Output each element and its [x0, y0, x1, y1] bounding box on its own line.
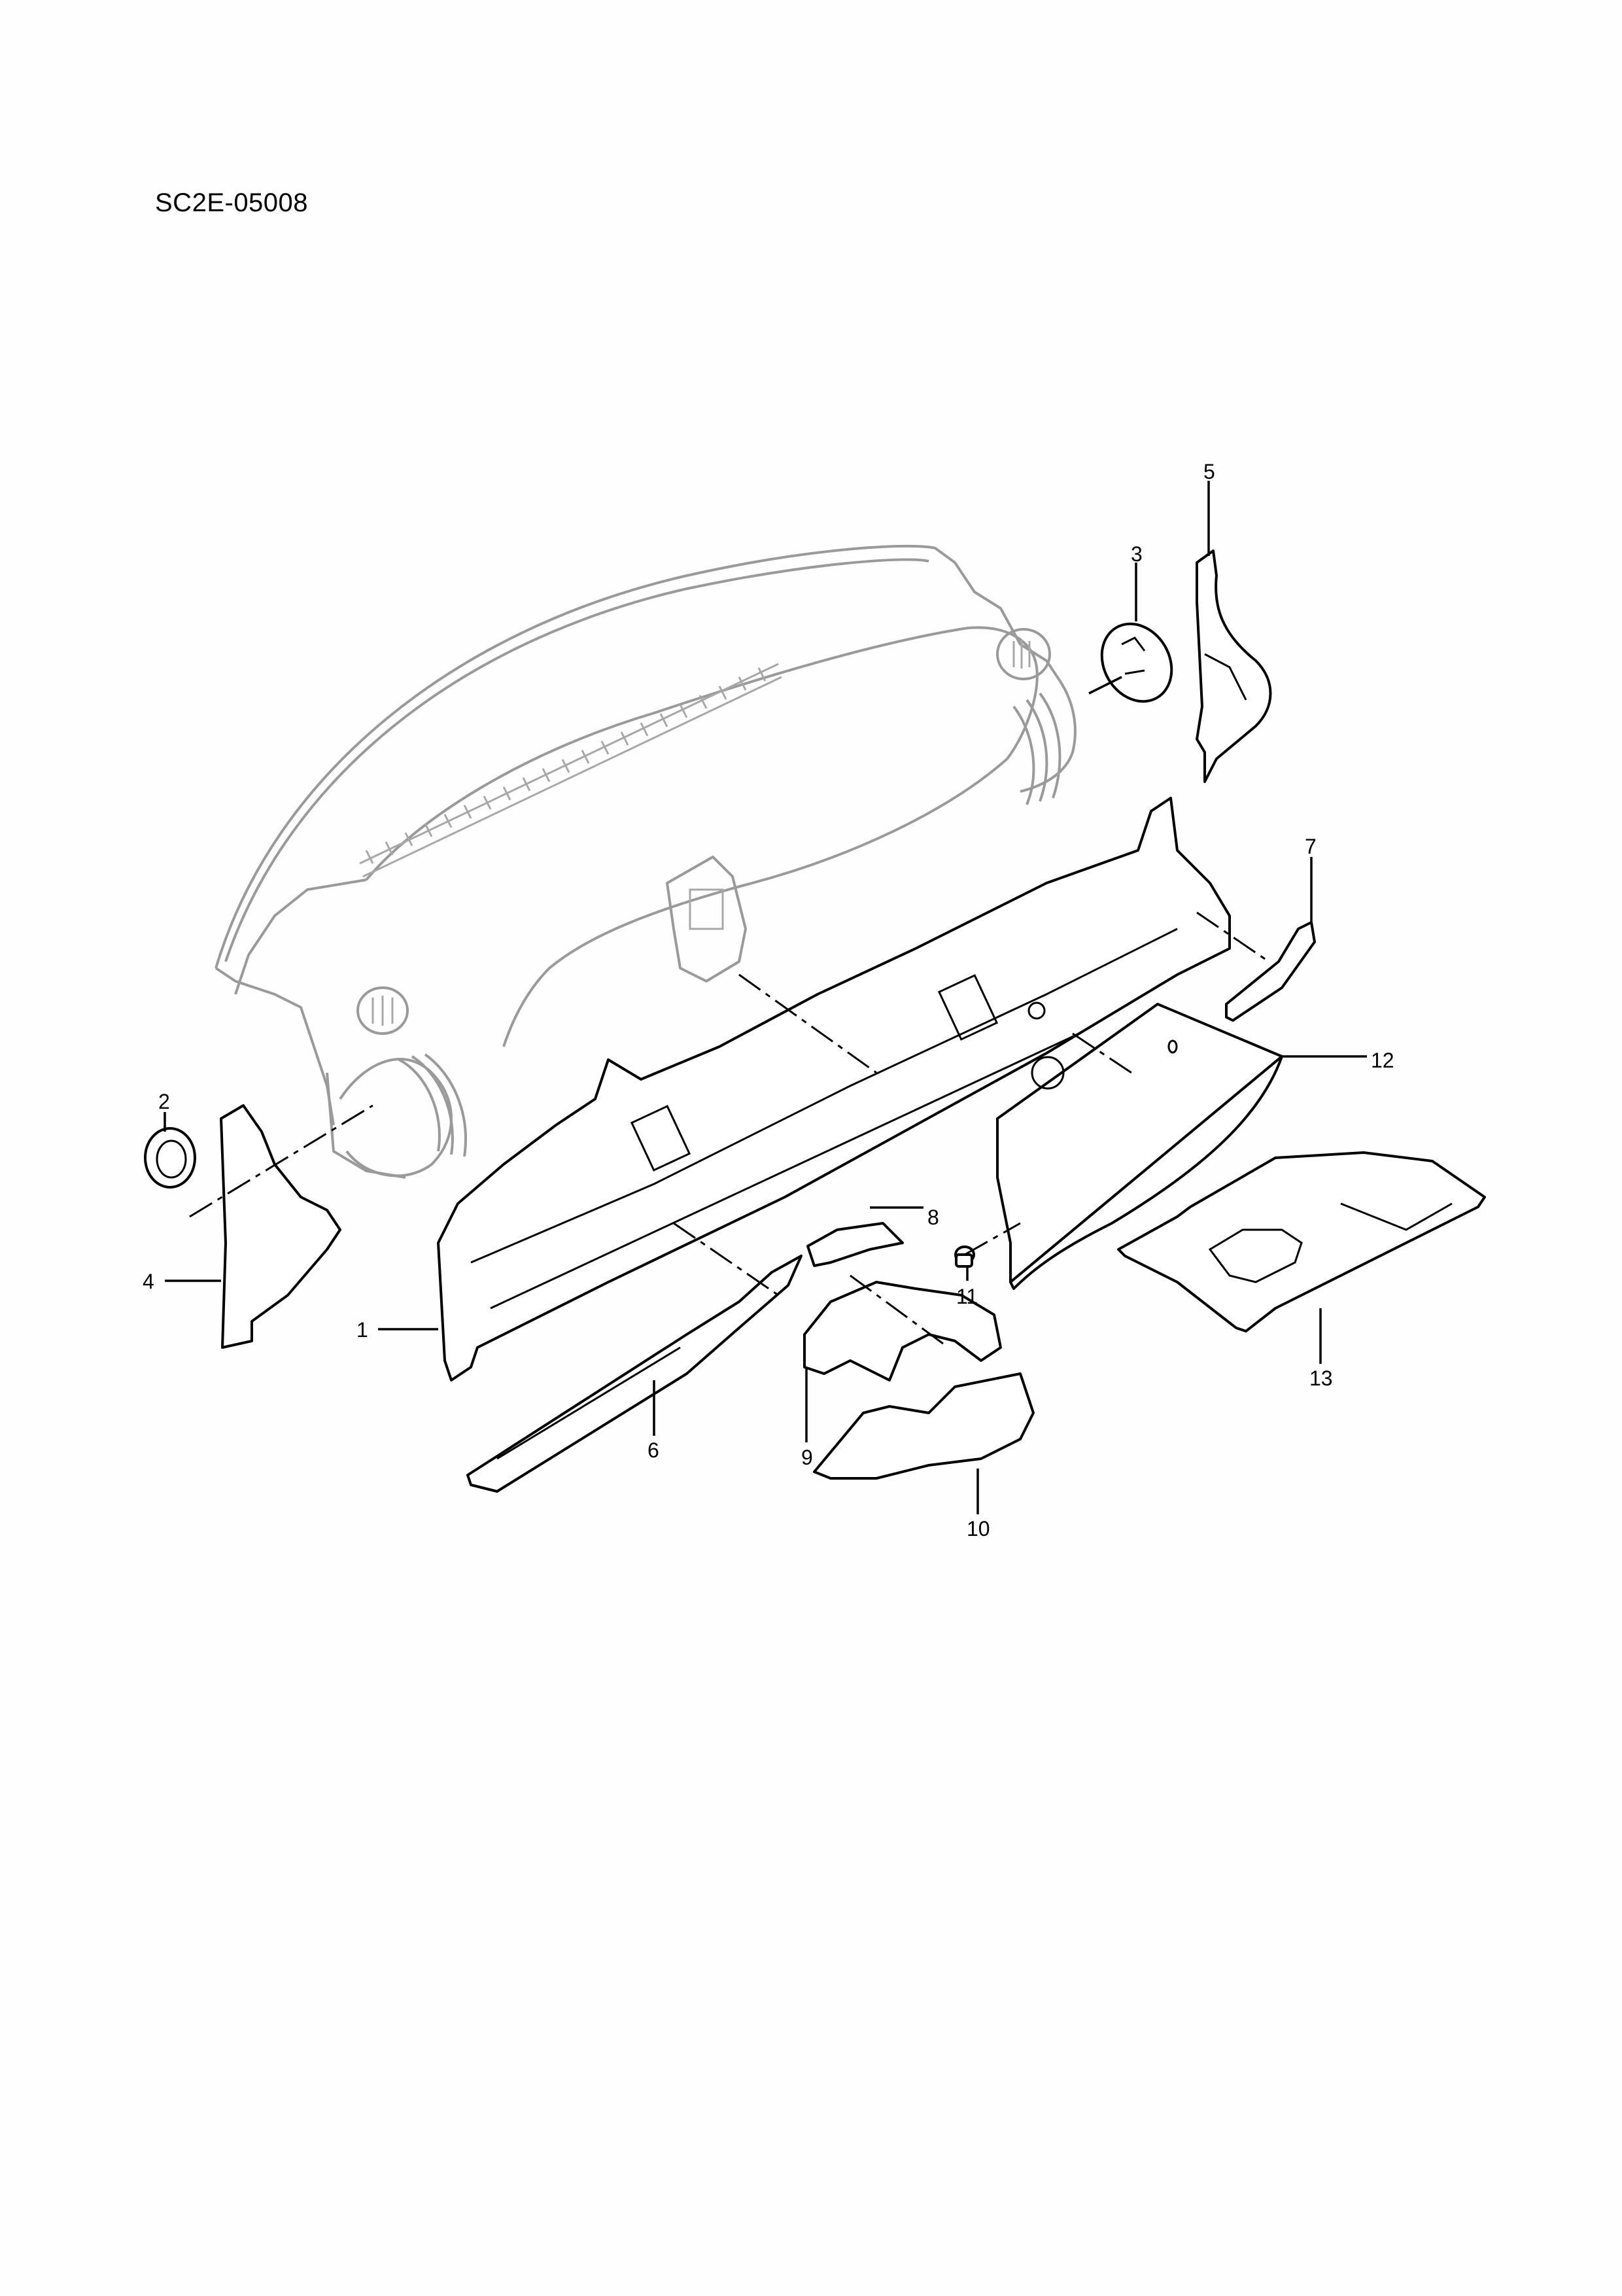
part-8-column-cover-trim — [806, 1222, 904, 1267]
callout-5: 5 — [1203, 460, 1215, 483]
callout-9: 9 — [801, 1446, 813, 1469]
part-6-lower-trim-panel — [466, 1255, 802, 1493]
callout-labels: 1 2 3 4 5 6 7 8 9 10 11 12 13 — [143, 460, 1394, 1540]
diagram-code: SC2E-05008 — [155, 188, 309, 217]
callout-12: 12 — [1371, 1049, 1394, 1072]
part-5-side-trim-right — [1196, 549, 1272, 783]
vent-slats — [359, 663, 782, 878]
part-13-under-cover — [1117, 1151, 1486, 1332]
part-1-instrument-panel-frame — [437, 797, 1231, 1382]
callout-4: 4 — [143, 1270, 154, 1293]
callout-13: 13 — [1309, 1366, 1333, 1390]
part-9-column-cover-upper — [803, 1222, 1002, 1382]
callout-1: 1 — [356, 1318, 368, 1342]
part-2-vent-bezel-left — [144, 1127, 196, 1189]
callout-leaders — [164, 481, 1367, 1514]
callout-11: 11 — [956, 1285, 978, 1308]
assembly-lines — [189, 676, 1269, 1349]
part-7-trim-panel-right — [1225, 921, 1316, 1022]
part-12-glove-box — [996, 1003, 1283, 1290]
part-4-side-trim-left — [220, 1104, 341, 1349]
part-11-bumper-stop — [954, 1245, 975, 1268]
callout-10: 10 — [967, 1517, 990, 1540]
callout-8: 8 — [927, 1206, 939, 1229]
callout-6: 6 — [647, 1438, 659, 1462]
dashboard-ghost-outline — [215, 544, 1077, 1179]
callout-3: 3 — [1131, 542, 1143, 566]
callout-2: 2 — [158, 1090, 170, 1113]
part-10-column-cover-lower — [813, 1372, 1035, 1480]
part-3-vent-bezel-right — [1100, 622, 1173, 703]
callout-7: 7 — [1305, 835, 1317, 858]
